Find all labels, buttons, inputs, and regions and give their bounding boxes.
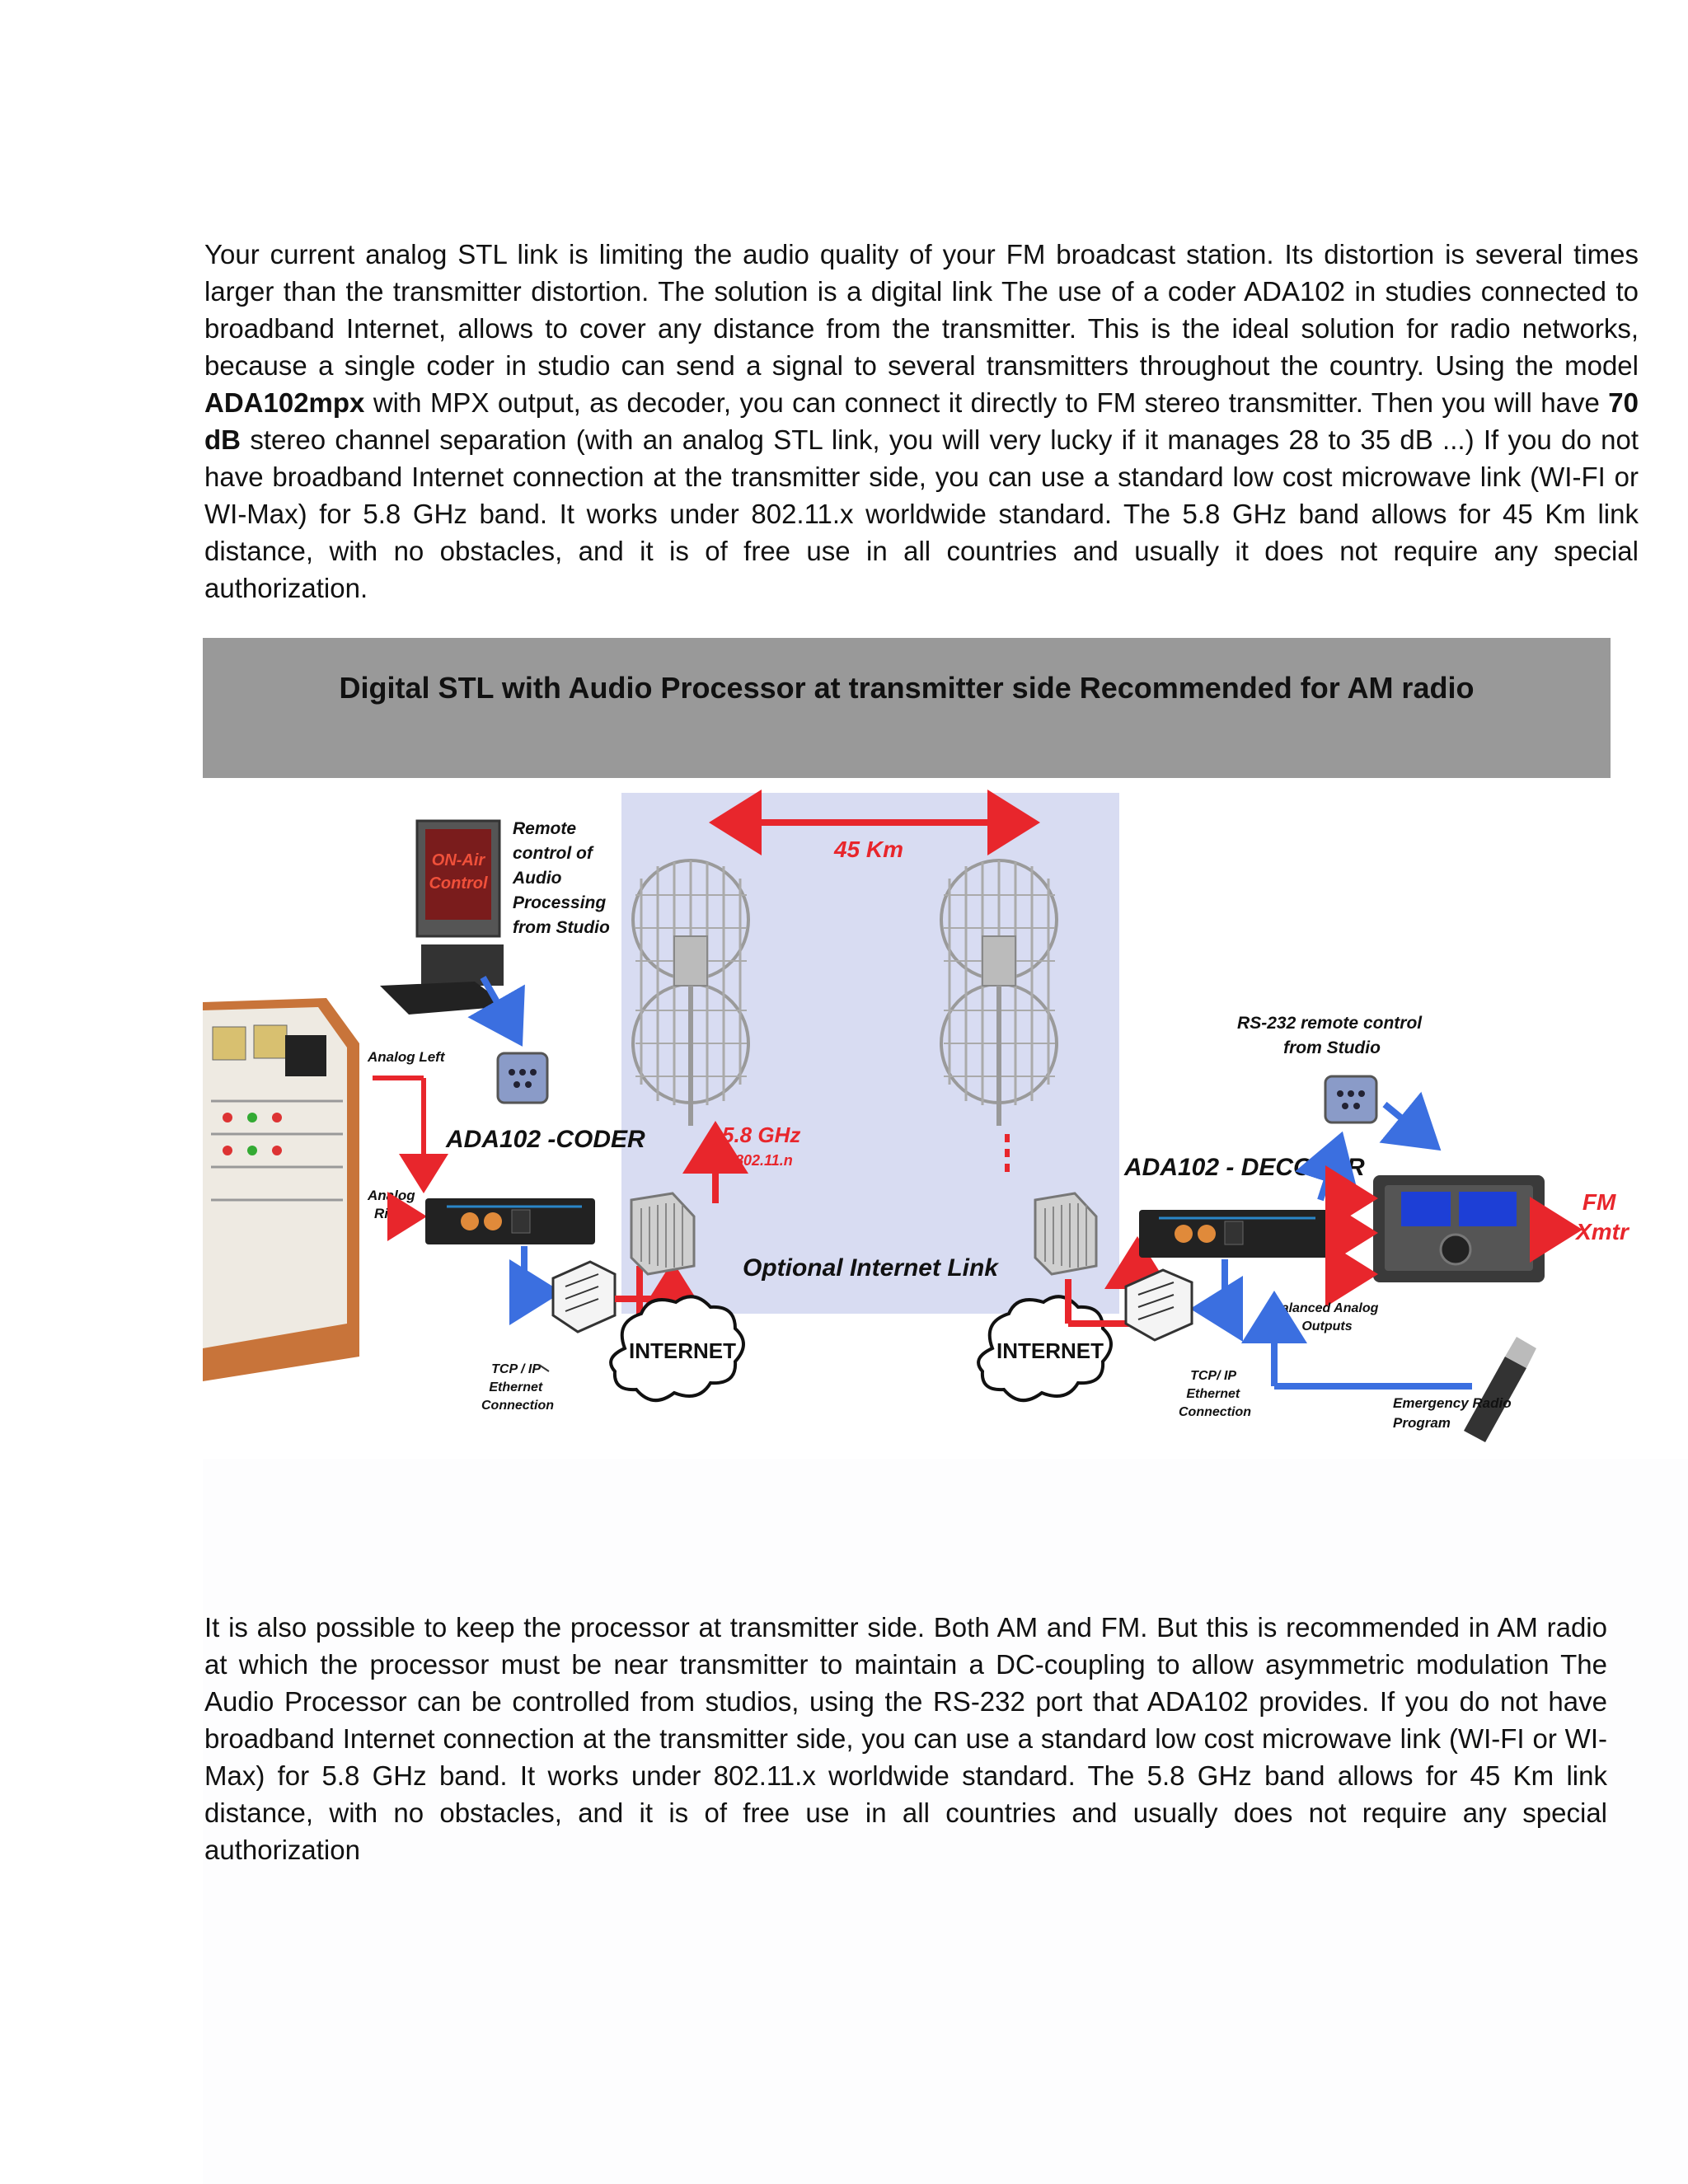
- studio-console-icon: [203, 998, 359, 1381]
- coder-device-icon: [425, 1198, 595, 1244]
- coder-label: ADA102 -CODER: [445, 1126, 645, 1153]
- wifi-standard-label: 802.11.n: [735, 1152, 793, 1169]
- tcp-left-label: TCP / IP Ethernet Connection: [481, 1362, 554, 1413]
- tcp-right-label: TCP/ IP Ethernet Connection: [1179, 1369, 1251, 1419]
- left-antenna-icon: [631, 859, 750, 1126]
- internet-right-label: INTERNET: [996, 1338, 1104, 1363]
- internet-left-label: INTERNET: [629, 1338, 736, 1363]
- optional-internet-link-label: Optional Internet Link: [743, 1254, 999, 1282]
- ethernet-port-right-icon: [1124, 1268, 1193, 1342]
- rs232-to-processor-arrow: [1379, 1091, 1442, 1151]
- text-run: Your current analog STL link is limiting…: [204, 239, 1639, 381]
- stl-diagram: 45 Km ON-Air Control R: [203, 790, 1630, 1442]
- ethernet-port-left-icon: [551, 1260, 617, 1333]
- intro-paragraph: Your current analog STL link is limiting…: [204, 236, 1639, 607]
- serial-connector-right-icon: [1324, 1075, 1378, 1124]
- banner-title: Digital STL with Audio Processor at tran…: [339, 671, 1475, 705]
- text-run: with MPX output, as decoder, you can con…: [364, 387, 1609, 418]
- separation-value: 70 dB: [204, 387, 1639, 455]
- monitor-text-2: Control: [429, 874, 488, 893]
- section-banner: Digital STL with Audio Processor at tran…: [203, 638, 1611, 778]
- text-run: stereo channel separation (with an analo…: [204, 424, 1639, 603]
- usb-drive-icon: [1464, 1337, 1536, 1442]
- analog-left-label: Analog Left: [367, 1049, 446, 1065]
- radio-unit-right-icon: [1034, 1192, 1098, 1276]
- emergency-label: Emergency Radio Program: [1393, 1395, 1515, 1431]
- balanced-outputs-label: Balanced Analog Outputs: [1272, 1301, 1382, 1333]
- model-name: ADA102mpx: [204, 387, 365, 418]
- radio-unit-left-icon: [630, 1192, 696, 1276]
- second-paragraph: It is also possible to keep the processo…: [204, 1612, 1607, 1865]
- ghz-label: 5.8 GHz: [722, 1122, 800, 1147]
- fm-xmtr-label: FM Xmtr: [1574, 1189, 1630, 1244]
- distance-label: 45 Km: [833, 837, 903, 862]
- decoder-device-icon: [1139, 1210, 1330, 1258]
- remote-control-label: Remote control of Audio Processing from …: [512, 819, 611, 937]
- page-background-fade: [203, 1459, 1688, 2184]
- internet-cloud-left-icon: INTERNET: [609, 1295, 745, 1402]
- rs232-arrow-left: [467, 976, 525, 1047]
- rs232-label: RS-232 remote control from Studio: [1237, 1014, 1427, 1057]
- serial-connector-left-icon: [496, 1052, 549, 1104]
- right-antenna-icon: [940, 859, 1058, 1126]
- audio-processor-icon: [1373, 1175, 1545, 1282]
- monitor-text-1: ON-Air: [432, 851, 486, 869]
